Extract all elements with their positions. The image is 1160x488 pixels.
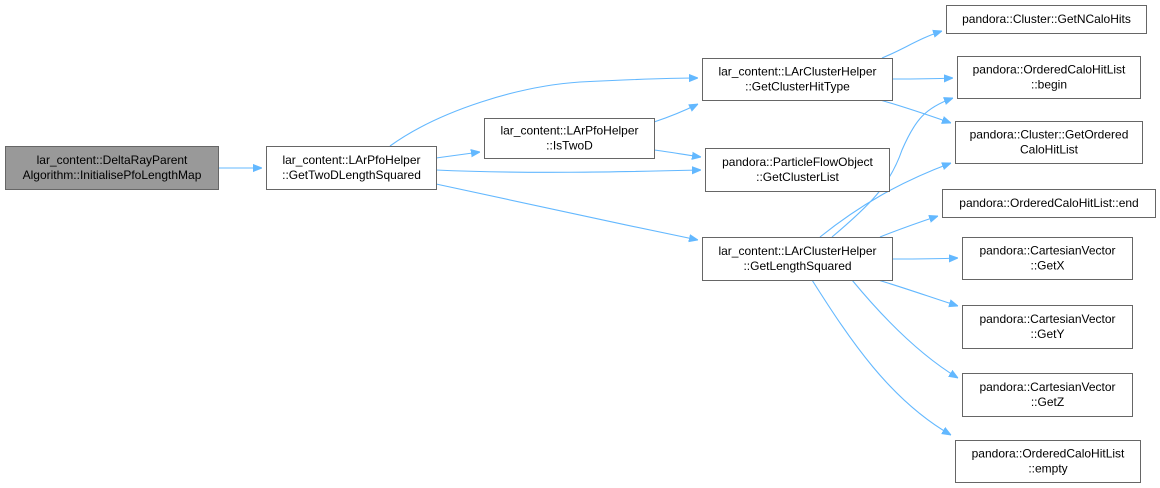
node-box-begin	[957, 56, 1141, 99]
nodes-layer: lar_content::DeltaRayParentAlgorithm::In…	[5, 5, 1156, 483]
node-box-gety	[962, 305, 1133, 349]
node-label-begin-line-2: ::begin	[1031, 78, 1067, 92]
node-end[interactable]: pandora::OrderedCaloHitList::end	[942, 189, 1156, 218]
node-box-ncalo	[946, 5, 1147, 34]
node-box-get2d	[266, 146, 437, 190]
node-label-getx-line-1: pandora::CartesianVector	[979, 244, 1115, 258]
node-label-ordered-line-1: pandora::Cluster::GetOrdered	[970, 128, 1129, 142]
node-label-end-line-1: pandora::OrderedCaloHitList::end	[959, 196, 1138, 210]
node-label-gety-line-2: ::GetY	[1030, 327, 1064, 341]
node-box-ordered	[955, 121, 1143, 164]
edge-lensq-to-gety	[877, 279, 958, 306]
edge-istwod-to-hittype	[653, 104, 698, 123]
edge-lensq-to-ordered	[819, 163, 951, 238]
edges-layer	[218, 31, 958, 435]
edge-istwod-to-clusterlist	[653, 149, 701, 157]
node-label-ncalo-line-1: pandora::Cluster::GetNCaloHits	[962, 12, 1131, 26]
node-istwod[interactable]: lar_content::LArPfoHelper::IsTwoD	[484, 118, 655, 159]
edge-get2d-to-istwod	[435, 152, 480, 159]
node-label-istwod-line-2: ::IsTwoD	[546, 139, 593, 153]
node-box-lensq	[702, 237, 893, 281]
edge-lensq-to-getz	[851, 279, 958, 378]
node-init[interactable]: lar_content::DeltaRayParentAlgorithm::In…	[5, 146, 219, 190]
node-gety[interactable]: pandora::CartesianVector::GetY	[962, 305, 1133, 349]
node-getz[interactable]: pandora::CartesianVector::GetZ	[962, 373, 1133, 417]
node-begin[interactable]: pandora::OrderedCaloHitList::begin	[957, 56, 1141, 99]
node-label-empty-line-1: pandora::OrderedCaloHitList	[972, 447, 1125, 461]
node-ncalo[interactable]: pandora::Cluster::GetNCaloHits	[946, 5, 1147, 34]
node-empty[interactable]: pandora::OrderedCaloHitList::empty	[955, 440, 1141, 483]
edge-hittype-to-ncalo	[881, 31, 942, 59]
node-getx[interactable]: pandora::CartesianVector::GetX	[962, 237, 1133, 280]
node-box-getz	[962, 373, 1133, 417]
edge-get2d-to-clusterlist	[435, 170, 701, 172]
node-box-istwod	[484, 118, 655, 159]
node-hittype[interactable]: lar_content::LArClusterHelper::GetCluste…	[702, 58, 893, 101]
node-box-init	[5, 146, 219, 190]
node-label-lensq-line-1: lar_content::LArClusterHelper	[718, 244, 876, 258]
node-label-init-line-1: lar_content::DeltaRayParent	[37, 153, 188, 167]
node-box-end	[942, 189, 1156, 218]
node-get2d[interactable]: lar_content::LArPfoHelper::GetTwoDLength…	[266, 146, 437, 190]
node-label-clusterlist-line-1: pandora::ParticleFlowObject	[722, 155, 873, 169]
edge-lensq-to-end	[879, 216, 938, 238]
edge-hittype-to-ordered	[879, 99, 951, 123]
node-label-empty-line-2: ::empty	[1028, 462, 1067, 476]
node-label-hittype-line-1: lar_content::LArClusterHelper	[718, 65, 876, 79]
node-box-hittype	[702, 58, 893, 101]
node-label-init-line-2: Algorithm::InitialisePfoLengthMap	[23, 168, 202, 182]
node-label-gety-line-1: pandora::CartesianVector	[979, 312, 1115, 326]
node-label-get2d-line-2: ::GetTwoDLengthSquared	[282, 168, 421, 182]
node-box-clusterlist	[705, 148, 890, 192]
edge-lensq-to-empty	[811, 279, 951, 435]
edge-lensq-to-getx	[891, 258, 958, 259]
node-label-lensq-line-2: ::GetLengthSquared	[743, 259, 851, 273]
node-label-istwod-line-1: lar_content::LArPfoHelper	[500, 124, 638, 138]
edge-get2d-to-lensq	[435, 183, 698, 240]
node-label-ordered-line-2: CaloHitList	[1020, 143, 1079, 157]
node-label-hittype-line-2: ::GetClusterHitType	[745, 80, 850, 94]
node-label-getz-line-2: ::GetZ	[1031, 395, 1064, 409]
edge-get2d-to-hittype	[389, 78, 698, 147]
node-label-get2d-line-1: lar_content::LArPfoHelper	[282, 153, 420, 167]
node-box-getx	[962, 237, 1133, 280]
node-lensq[interactable]: lar_content::LArClusterHelper::GetLength…	[702, 237, 893, 281]
node-label-getz-line-1: pandora::CartesianVector	[979, 380, 1115, 394]
node-clusterlist[interactable]: pandora::ParticleFlowObject::GetClusterL…	[705, 148, 890, 192]
node-label-clusterlist-line-2: ::GetClusterList	[756, 170, 839, 184]
node-box-empty	[955, 440, 1141, 483]
node-label-getx-line-2: ::GetX	[1030, 259, 1064, 273]
edge-hittype-to-begin	[891, 78, 953, 79]
edge-lensq-to-begin	[831, 98, 953, 238]
node-label-begin-line-1: pandora::OrderedCaloHitList	[973, 63, 1126, 77]
